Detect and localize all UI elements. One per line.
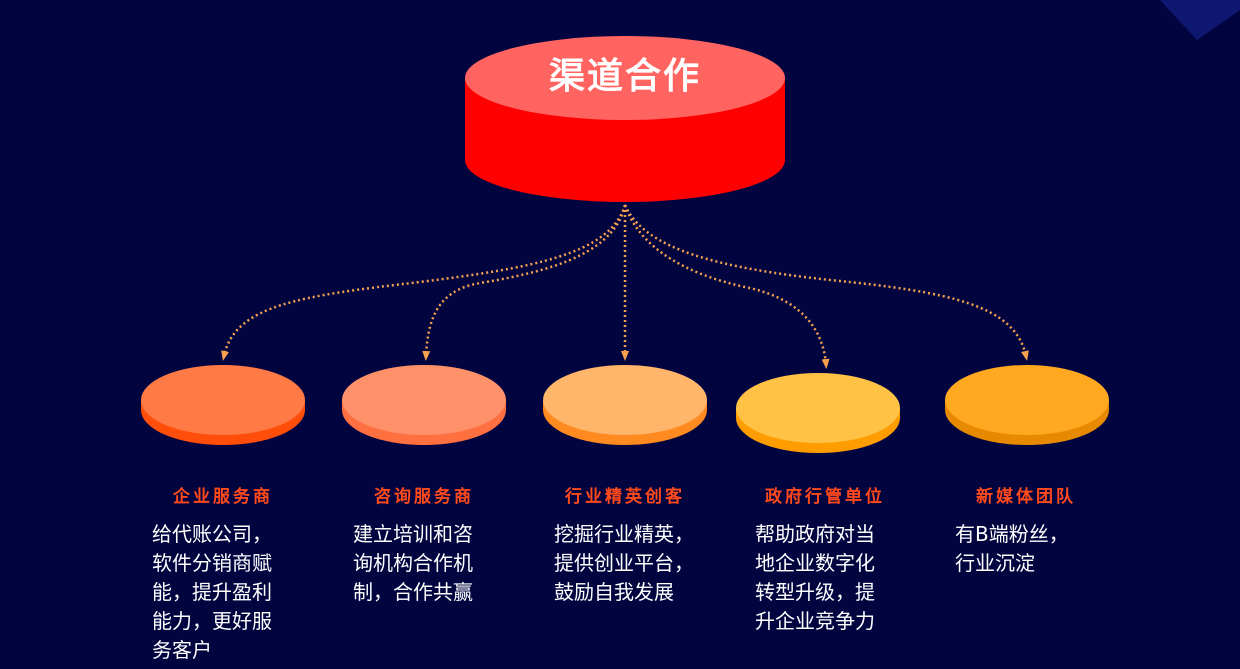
channel-desc-new-media: 有B端粉丝， 行业沉淀: [955, 522, 1069, 575]
channel-desc-government: 帮助政府对当 地企业数字化 转型升级，提 升企业竞争力: [755, 522, 875, 633]
channel-title-consulting: 咨询服务商: [374, 487, 474, 507]
channel-disc-elite: [543, 365, 707, 445]
connector-new-media: [623, 204, 1029, 361]
channel-desc-consulting: 建立培训和咨 询机构合作机 制，合作共赢: [353, 522, 473, 604]
connector-enterprise: [221, 204, 627, 361]
channel-disc-group: [141, 365, 1109, 453]
connector-government: [623, 204, 830, 369]
channel-title-government: 政府行管单位: [765, 487, 885, 507]
channel-disc-government: [736, 373, 900, 453]
hub-title: 渠道合作: [548, 56, 701, 97]
connector-consulting: [422, 204, 627, 361]
connector-group: [221, 204, 1029, 369]
hub-cylinder: [465, 36, 785, 202]
channel-disc-enterprise: [141, 365, 305, 445]
channel-disc-consulting: [342, 365, 506, 445]
channel-title-elite: 行业精英创客: [565, 487, 685, 507]
channel-desc-enterprise: 给代账公司， 软件分销商赋 能，提升盈利 能力，更好服 务客户: [152, 522, 272, 662]
channel-title-new-media: 新媒体团队: [976, 487, 1076, 507]
channel-title-enterprise: 企业服务商: [173, 487, 273, 507]
channel-desc-elite: 挖掘行业精英， 提供创业平台， 鼓励自我发展: [554, 522, 694, 604]
channel-disc-new-media: [945, 365, 1109, 445]
corner-decoration: [1160, 0, 1240, 40]
